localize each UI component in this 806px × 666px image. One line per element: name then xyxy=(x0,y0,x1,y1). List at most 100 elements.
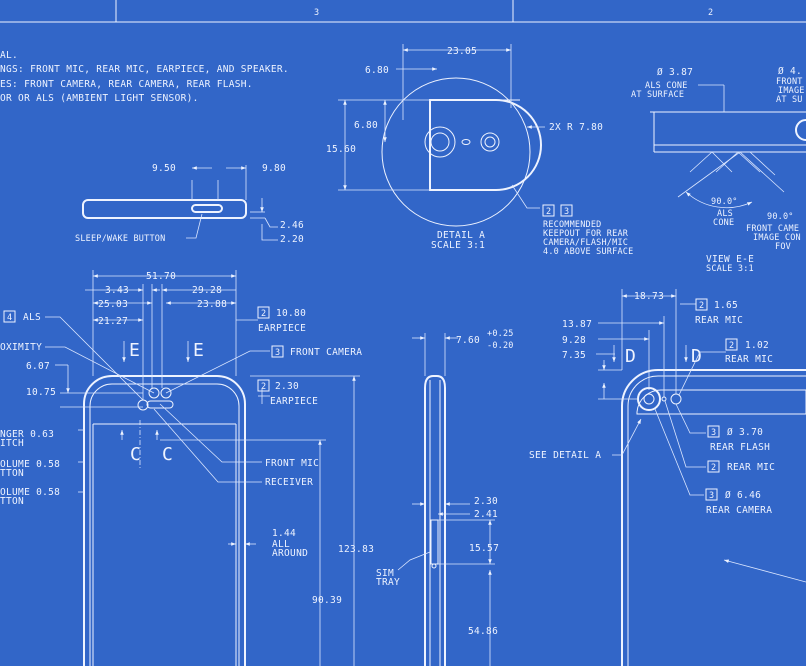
volume-down-label: TTON xyxy=(0,496,24,507)
dim-6-80-vert: 6.80 xyxy=(354,120,378,131)
earpiece2-dim: 2.30 xyxy=(275,381,299,392)
around-label: AROUND xyxy=(272,548,308,559)
view-e-e: Ø 3.87 ALS CONE AT SURFACE Ø 4. FRONT IM… xyxy=(631,66,806,274)
drawing-notes: AL. NGS: FRONT MIC, REAR MIC, EARPIECE, … xyxy=(0,50,289,104)
badge-2 xyxy=(542,204,555,217)
volume-up-label: OLUME 0.58 xyxy=(0,459,60,470)
keepout-note: 4.0 ABOVE SURFACE xyxy=(543,247,633,257)
detail-a-scale: SCALE 3:1 xyxy=(431,240,485,251)
dim-9-80: 9.80 xyxy=(262,163,286,174)
around-label: ALL xyxy=(272,539,290,550)
sleep-wake-button-label: SLEEP/WAKE BUTTON xyxy=(75,234,165,244)
section-e-right: E xyxy=(193,340,204,361)
dim-2-30: 2.30 xyxy=(474,496,498,507)
cam-dim: Ø 6.46 xyxy=(725,490,761,501)
dim-2-46: 2.46 xyxy=(280,220,304,231)
als-badge: 4 xyxy=(7,313,12,323)
note-line: OR OR ALS (AMBIENT LIGHT SENSOR). xyxy=(0,93,199,104)
zone-label-3: 3 xyxy=(314,8,319,18)
mic3-label: REAR MIC xyxy=(727,462,775,473)
als-cone-label: AT SURFACE xyxy=(631,90,684,100)
view-ee-title: VIEW E-E xyxy=(706,254,754,265)
dim-13-87: 13.87 xyxy=(562,319,592,330)
dim-15-57: 15.57 xyxy=(469,543,499,554)
dim-9-28: 9.28 xyxy=(562,335,586,346)
keepout-note: RECOMMENDED xyxy=(543,220,602,230)
cam-label: REAR CAMERA xyxy=(706,505,772,516)
camera-label: AT SU xyxy=(776,95,803,105)
front-camera-label: FRONT CAMERA xyxy=(290,347,362,358)
detail-a: 23.05 6.80 6.80 15.60 2X R 7.80 2 3 RECO… xyxy=(326,44,633,257)
als-cone-text: ALS xyxy=(717,209,733,219)
flash-dim: Ø 3.70 xyxy=(727,427,763,438)
camera-fov: FRONT CAME xyxy=(746,224,799,234)
sim-tray-label: SIM xyxy=(376,568,394,579)
rear-mic-dim: 1.65 xyxy=(714,300,738,311)
ringer-label: ITCH xyxy=(0,438,24,449)
cam-badge: 3 xyxy=(709,491,714,501)
ringer-label: NGER 0.63 xyxy=(0,429,54,440)
note-line: ES: FRONT CAMERA, REAR CAMERA, REAR FLAS… xyxy=(0,79,253,90)
dim-90-39: 90.39 xyxy=(312,595,342,606)
dim-7-35: 7.35 xyxy=(562,350,586,361)
section-e-left: E xyxy=(129,340,140,361)
edge-view: 7.60 +0.25 -0.20 2.30 2.41 15.57 SIM TRA… xyxy=(376,329,513,666)
front-view: 51.70 3.43 29.28 25.03 23.88 21.27 4 ALS… xyxy=(0,270,374,666)
dim-123-83: 123.83 xyxy=(338,544,374,555)
flash-label: REAR FLASH xyxy=(710,442,770,453)
als-diameter: Ø 3.87 xyxy=(657,67,693,78)
note-line: NGS: FRONT MIC, REAR MIC, EARPIECE, AND … xyxy=(0,64,289,75)
front-mic-label: FRONT MIC xyxy=(265,458,319,469)
mic3-badge: 2 xyxy=(711,463,716,473)
dim-9-50: 9.50 xyxy=(152,163,176,174)
dim-6-07: 6.07 xyxy=(26,361,50,372)
badge-text: 3 xyxy=(564,207,569,217)
keepout-note: KEEPOUT FOR REAR xyxy=(543,229,629,239)
see-detail-a: SEE DETAIL A xyxy=(529,450,601,461)
dim-29-28: 29.28 xyxy=(192,285,222,296)
dim-2-20: 2.20 xyxy=(280,234,304,245)
dim-7-60: 7.60 xyxy=(456,335,480,346)
rear-mic-badge: 2 xyxy=(699,301,704,311)
als-label: ALS xyxy=(23,312,41,323)
rear-view: 18.73 13.87 9.28 7.35 D D 2 1.65 REAR MI… xyxy=(529,289,806,666)
rear-mic-label: REAR MIC xyxy=(695,315,743,326)
dim-6-80: 6.80 xyxy=(365,65,389,76)
volume-up-label: TTON xyxy=(0,468,24,479)
proximity-label: OXIMITY xyxy=(0,342,42,353)
dim-18-73: 18.73 xyxy=(634,291,664,302)
angle-camera: 90.0° xyxy=(767,212,794,222)
view-ee-scale: SCALE 3:1 xyxy=(706,264,754,274)
drawing-border: 3 2 xyxy=(0,0,806,23)
angle-als: 90.0° xyxy=(711,197,738,207)
volume-down-label: OLUME 0.58 xyxy=(0,487,60,498)
around-dim: 1.44 xyxy=(272,528,296,539)
rear-mic2-badge: 2 xyxy=(729,341,734,351)
dim-25-03: 25.03 xyxy=(98,299,128,310)
camera-label: IMAGE xyxy=(778,86,805,96)
dim-51-70: 51.70 xyxy=(146,271,176,282)
dim-23-88: 23.88 xyxy=(197,299,227,310)
badge-3 xyxy=(560,204,573,217)
top-edge-view: 9.50 9.80 2.46 2.20 SLEEP/WAKE BUTTON xyxy=(75,163,304,245)
note-line: AL. xyxy=(0,50,18,61)
dim-15-60: 15.60 xyxy=(326,144,356,155)
section-c-right: C xyxy=(162,444,173,465)
als-cone-text: CONE xyxy=(713,218,734,228)
earpiece-label: EARPIECE xyxy=(258,323,306,334)
section-d-right: D xyxy=(691,346,702,367)
dim-3-43: 3.43 xyxy=(105,285,129,296)
keepout-note: CAMERA/FLASH/MIC xyxy=(543,238,628,248)
rear-mic2-label: REAR MIC xyxy=(725,354,773,365)
sim-tray-label: TRAY xyxy=(376,577,400,588)
dim-23-05: 23.05 xyxy=(447,46,477,57)
als-cone-label: ALS CONE xyxy=(645,81,688,91)
dim-2-41: 2.41 xyxy=(474,509,498,520)
camera-fov: IMAGE CON xyxy=(753,233,801,243)
badge-text: 2 xyxy=(546,207,551,217)
section-d-left: D xyxy=(625,346,636,367)
section-c-left: C xyxy=(130,444,141,465)
earpiece2-label: EARPIECE xyxy=(270,396,318,407)
camera-label: FRONT xyxy=(776,77,803,87)
